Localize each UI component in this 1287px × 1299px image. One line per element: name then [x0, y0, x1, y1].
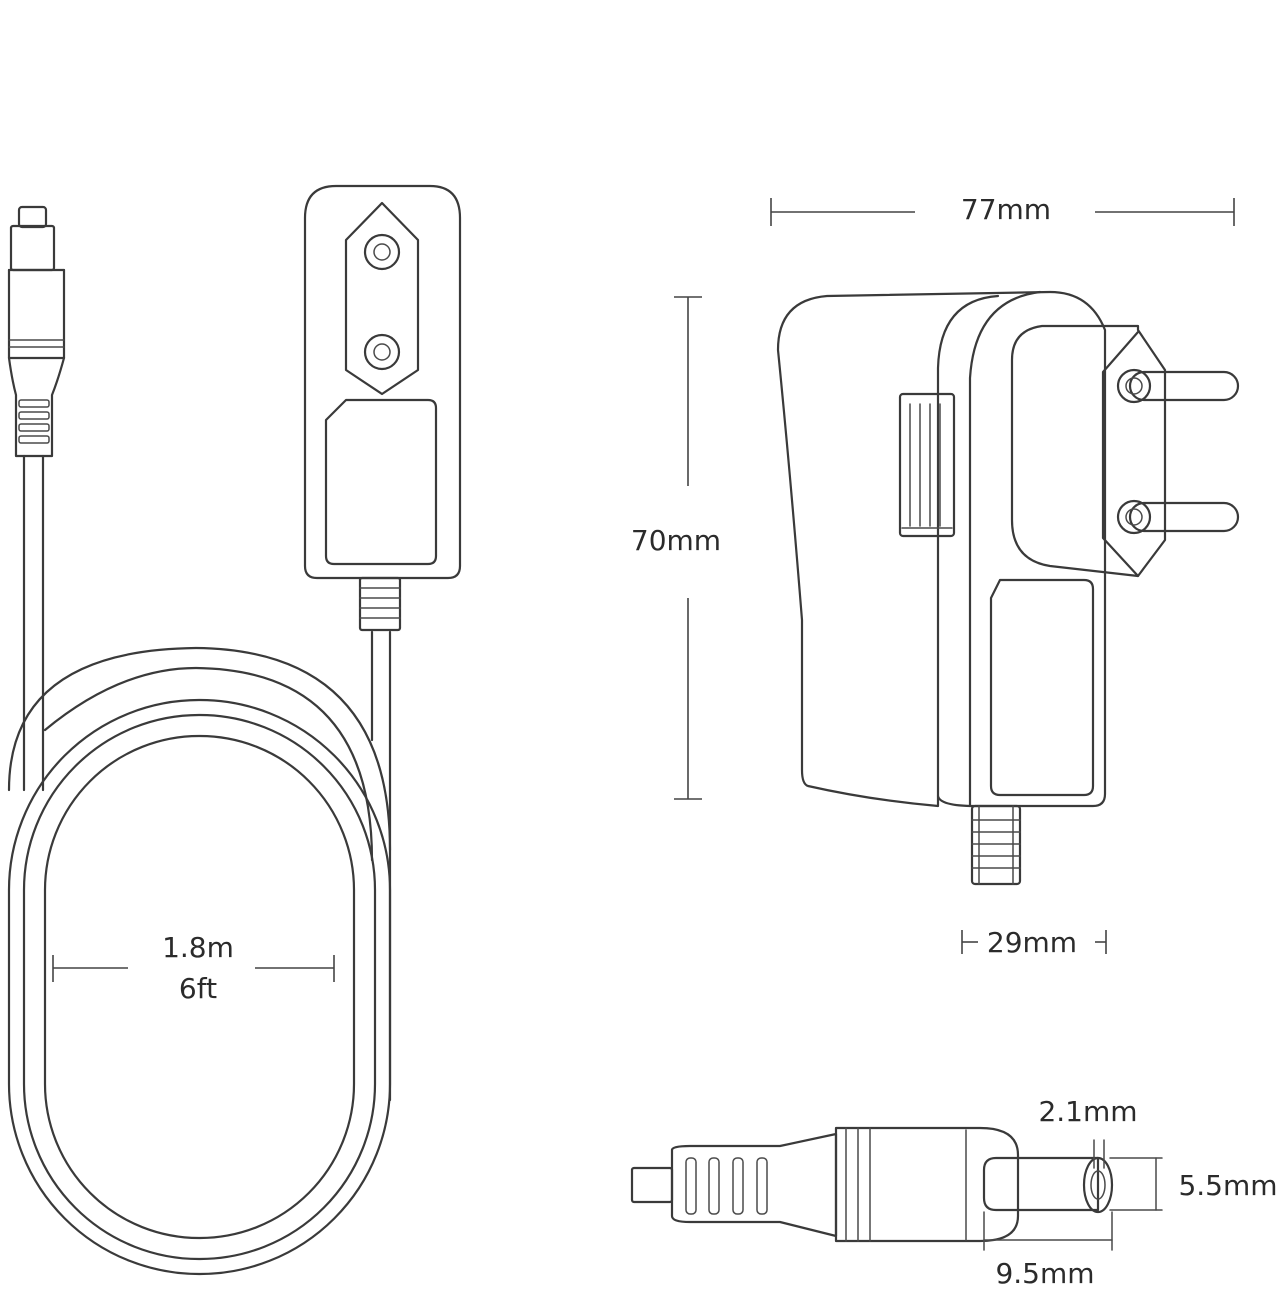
dc-plug-detail: [630, 1126, 1114, 1243]
cable-length-ft-label: 6ft: [179, 972, 217, 1005]
inner-diameter-label: 2.1mm: [1038, 1095, 1137, 1128]
adapter-front: [303, 184, 462, 632]
height-label: 70mm: [631, 524, 721, 557]
outer-diameter-label: 5.5mm: [1178, 1169, 1277, 1202]
width-label: 77mm: [961, 193, 1051, 226]
cable-length-m-label: 1.8m: [162, 931, 234, 964]
outer-diameter-dimension: 5.5mm: [1109, 1157, 1278, 1211]
plug-length-dimension: 9.5mm: [983, 1211, 1113, 1290]
dc-plug-vertical: [7, 205, 66, 458]
width-dimension: 77mm: [770, 193, 1235, 226]
height-dimension: 70mm: [631, 296, 721, 800]
adapter-side: [776, 290, 1240, 886]
cable-loop: [7, 454, 392, 1276]
inner-diameter-dimension: 2.1mm: [1038, 1095, 1138, 1169]
plug-length-label: 9.5mm: [995, 1257, 1094, 1290]
depth-label: 29mm: [987, 926, 1077, 959]
cable-length-dimension: 1.8m 6ft: [52, 931, 335, 1005]
depth-dimension: 29mm: [961, 926, 1107, 959]
